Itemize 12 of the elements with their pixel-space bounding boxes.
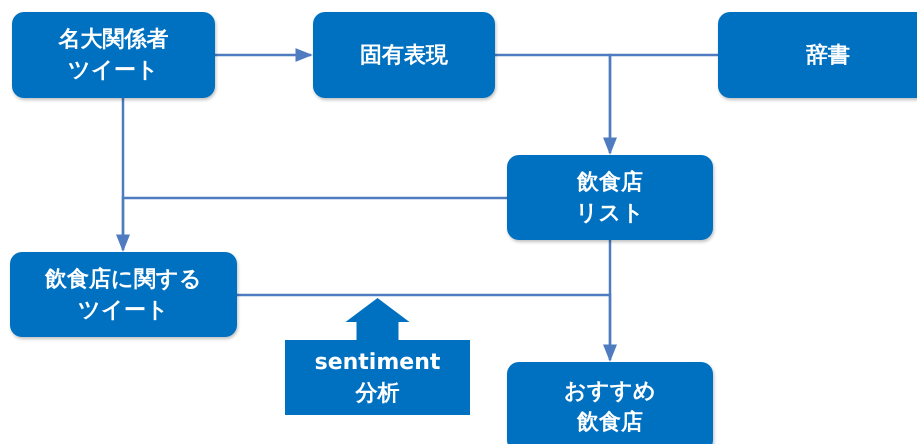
process-box: 飲食店に関するツイート [10, 252, 237, 337]
process-box: 辞書 [718, 12, 917, 98]
block-arrow [346, 298, 410, 340]
connector-arrow [116, 196, 507, 252]
analysis-box: sentiment 分析 [285, 340, 470, 415]
process-box: おすすめ飲食店 [507, 362, 713, 444]
connector-arrow [215, 48, 313, 62]
process-box: 飲食店リスト [507, 155, 713, 240]
connector-arrow [603, 54, 718, 155]
process-box: 名大関係者ツイート [12, 12, 215, 98]
process-box: 固有表現 [313, 12, 495, 98]
connector-arrow [603, 240, 617, 362]
